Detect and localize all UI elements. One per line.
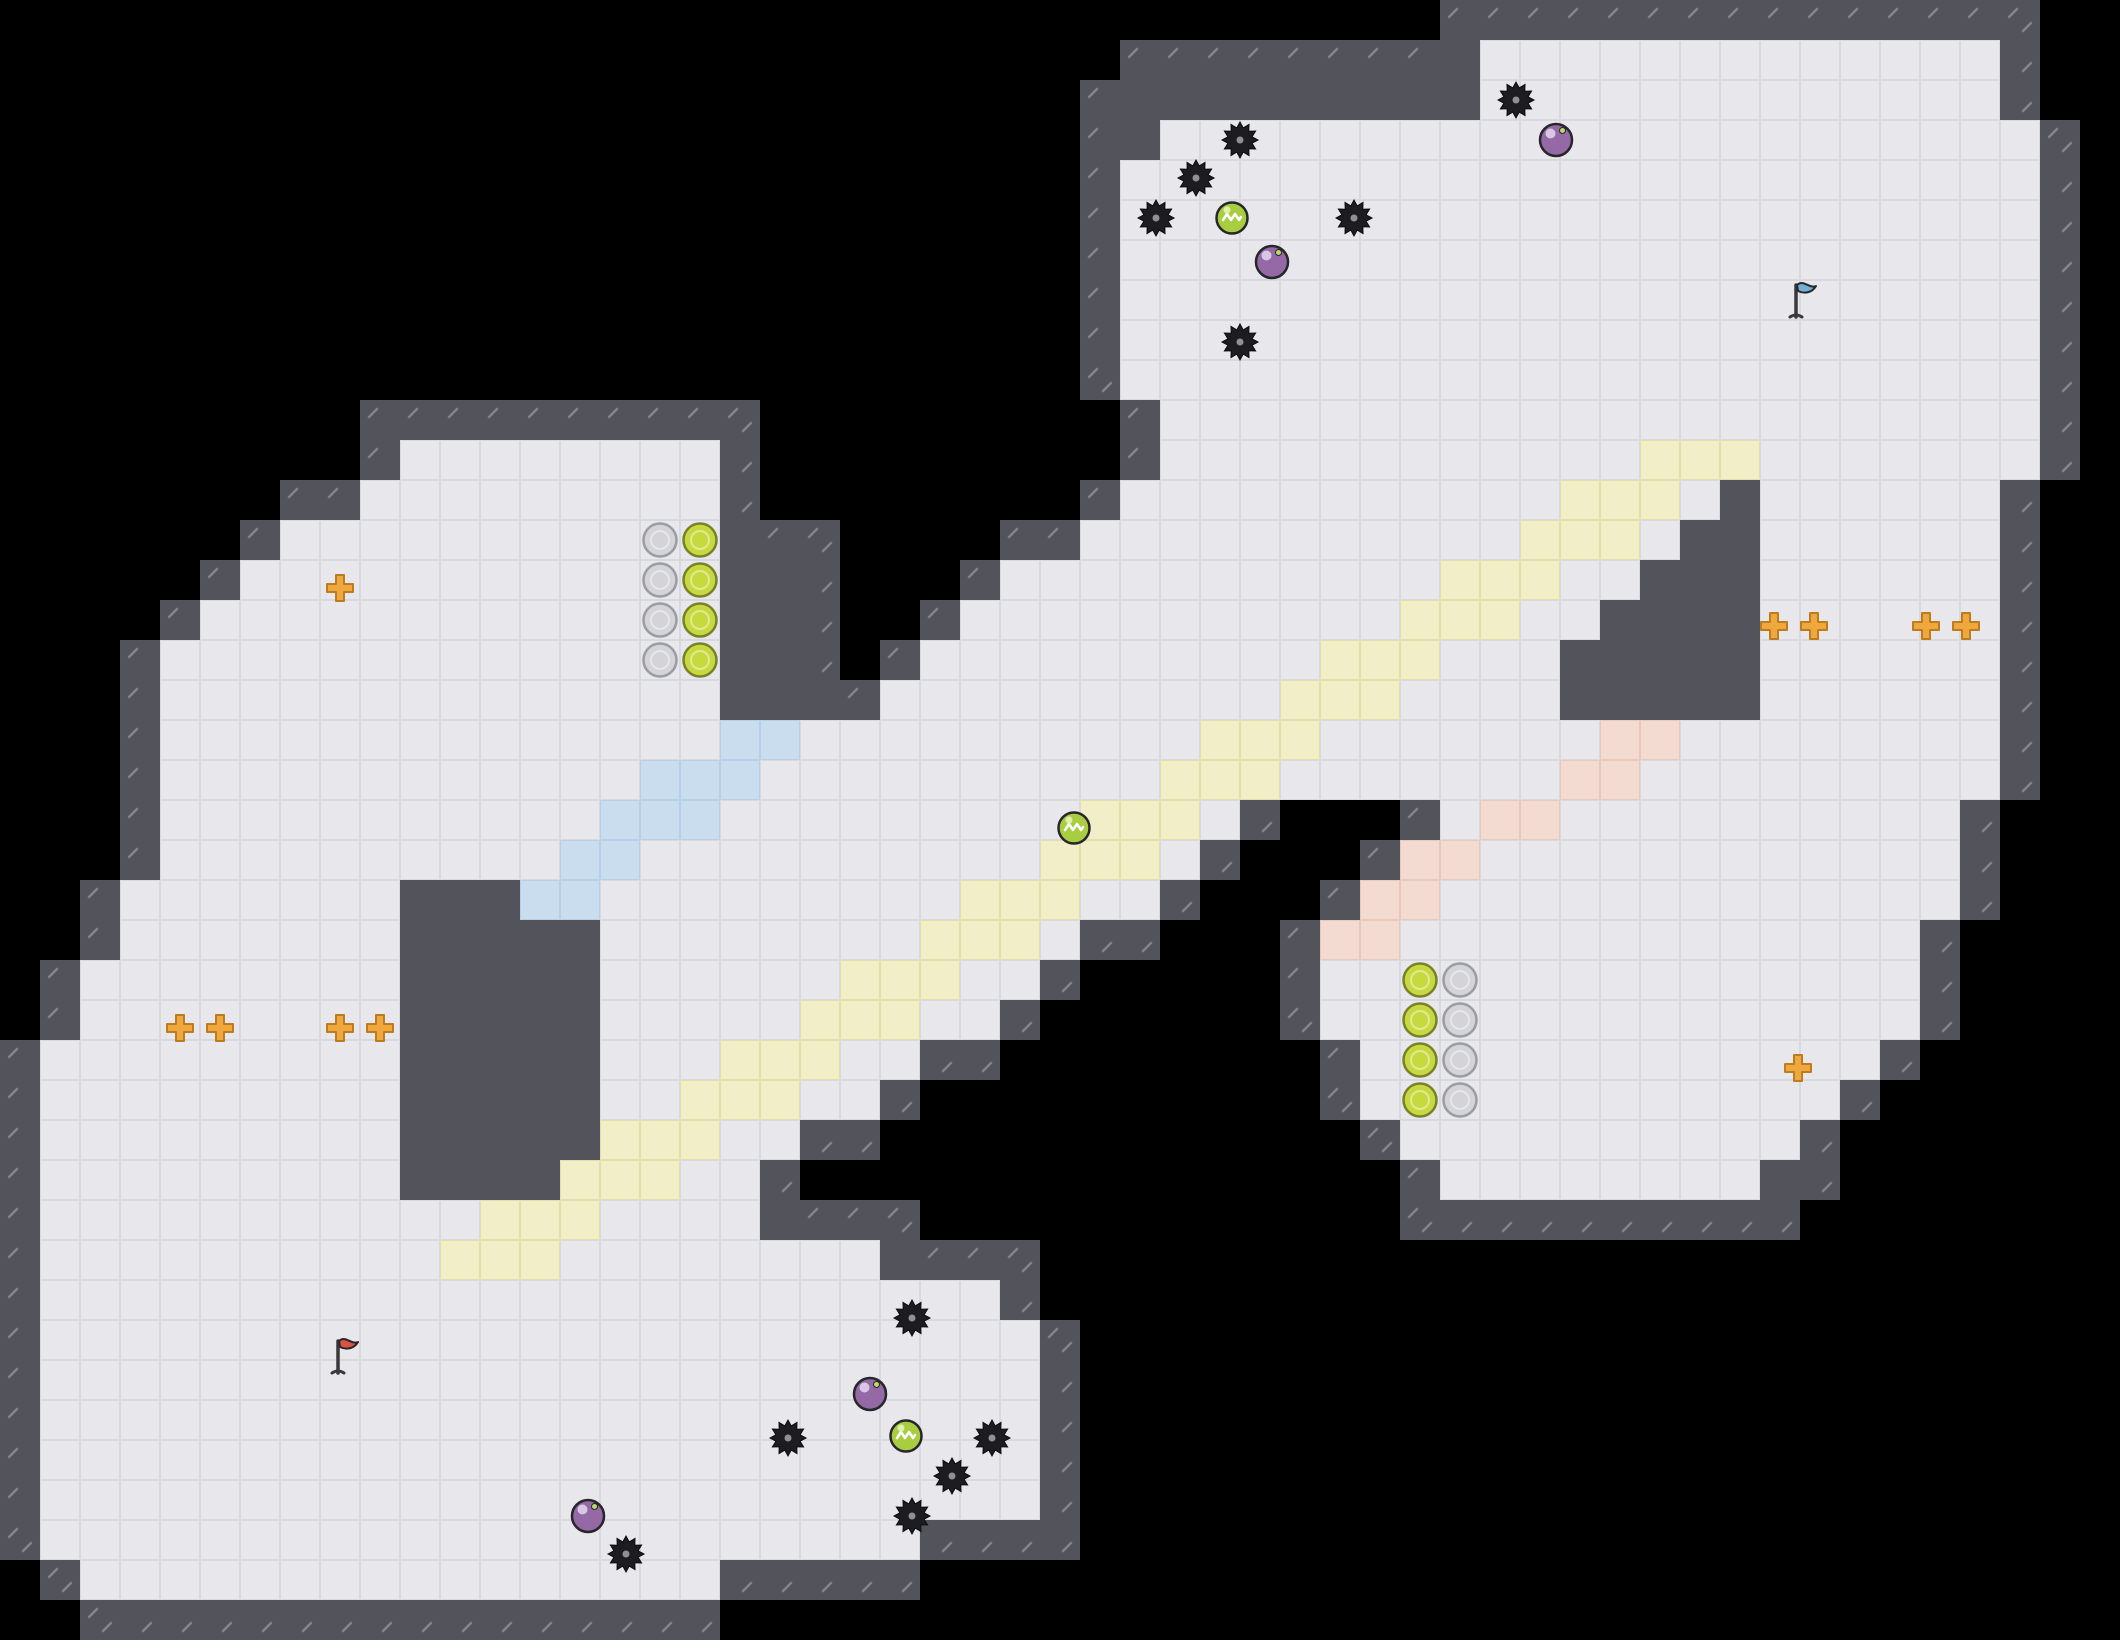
orb-item: [1057, 811, 1091, 845]
green-orbs: [889, 201, 1249, 1453]
orb-item: [1215, 201, 1249, 235]
coin-item: [1912, 612, 1940, 640]
panel-button-yellow: [682, 642, 718, 678]
saw-hazard: [1496, 80, 1536, 120]
coin-item: [1784, 1054, 1812, 1082]
panel-button-yellow: [682, 562, 718, 598]
panel-button-gray: [1442, 962, 1478, 998]
saw-hazard: [606, 1534, 646, 1574]
panel-button-gray: [642, 562, 678, 598]
coin-item: [1760, 612, 1788, 640]
coins: [166, 574, 1980, 1082]
bomb-item: [1538, 122, 1574, 158]
flag-blue: [1788, 282, 1817, 319]
panel-button-yellow: [1402, 1082, 1438, 1118]
bomb-item: [1254, 244, 1290, 280]
bombs: [570, 122, 1574, 1534]
saw-hazard: [1334, 198, 1374, 238]
bomb-item: [852, 1376, 888, 1412]
saw-hazard: [768, 1418, 808, 1458]
saw-hazard: [1220, 120, 1260, 160]
wall-hatch-layer: [7, 7, 2073, 1633]
saw-hazard: [892, 1496, 932, 1536]
panel-button-yellow: [1402, 962, 1438, 998]
panel-button-gray: [642, 602, 678, 638]
saw-hazard: [1136, 198, 1176, 238]
saw-hazard: [932, 1456, 972, 1496]
coin-item: [326, 1014, 354, 1042]
panel-button-yellow: [1402, 1002, 1438, 1038]
panel-button-yellow: [682, 602, 718, 638]
panel-button-gray: [1442, 1042, 1478, 1078]
panel-button-gray: [642, 522, 678, 558]
saw-hazard: [892, 1298, 932, 1338]
panel-button-gray: [642, 642, 678, 678]
panel-button-yellow: [1402, 1042, 1438, 1078]
coin-item: [326, 574, 354, 602]
saw-hazard: [1220, 322, 1260, 362]
bomb-item: [570, 1498, 606, 1534]
orb-item: [889, 1419, 923, 1453]
flag-red: [330, 1338, 359, 1375]
panel-button-gray: [1442, 1002, 1478, 1038]
coin-item: [206, 1014, 234, 1042]
coin-item: [366, 1014, 394, 1042]
saw-hazard: [972, 1418, 1012, 1458]
saw-hazard: [1176, 158, 1216, 198]
saw-hazards: [606, 80, 1536, 1574]
coin-item: [1952, 612, 1980, 640]
panel-button-yellow: [682, 522, 718, 558]
flags: [330, 282, 1817, 1375]
panel-button-gray: [1442, 1082, 1478, 1118]
button-panels: [642, 522, 1478, 1118]
coin-item: [166, 1014, 194, 1042]
coin-item: [1800, 612, 1828, 640]
